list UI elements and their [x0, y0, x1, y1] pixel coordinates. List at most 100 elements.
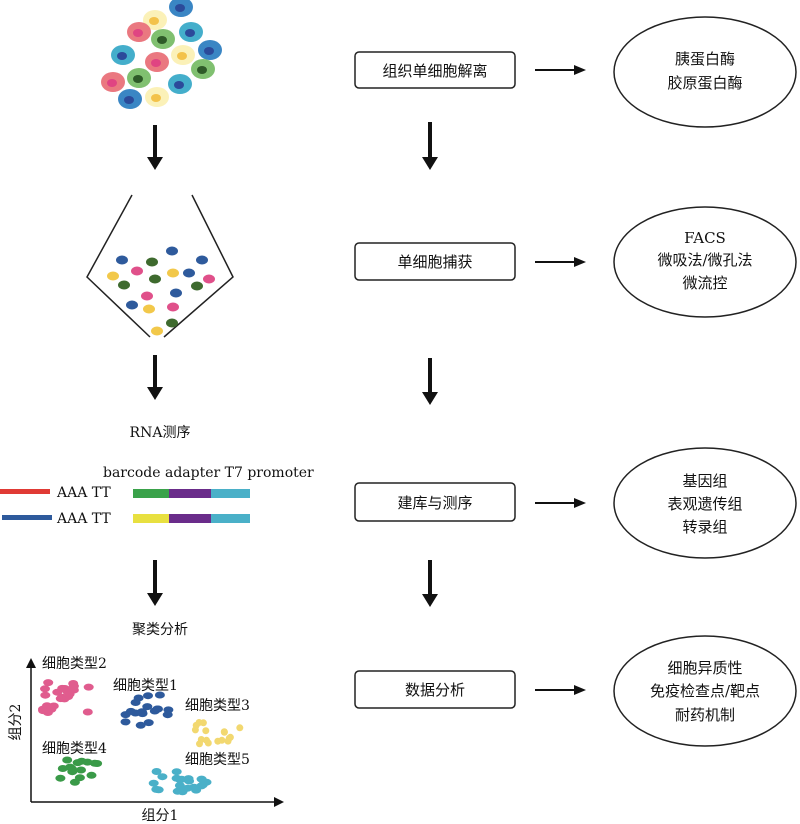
- cluster-point: [62, 756, 73, 764]
- cluster-point: [143, 692, 153, 700]
- down-arrow: [147, 560, 163, 606]
- cluster-point: [195, 719, 203, 726]
- captured-cell-dot: [118, 280, 130, 290]
- captured-cell-dot: [167, 268, 179, 278]
- right-arrow: [535, 685, 586, 695]
- cluster-point: [153, 786, 164, 794]
- cell-icon: [127, 22, 151, 42]
- step-label: 建库与测序: [397, 494, 472, 512]
- cluster-point: [72, 759, 83, 767]
- cluster-point: [224, 737, 232, 745]
- cluster-point: [143, 719, 154, 727]
- cluster-point: [154, 691, 165, 699]
- cluster-point: [157, 773, 168, 781]
- t7-promoter-segment: [211, 489, 250, 498]
- cluster-point: [196, 782, 207, 790]
- clustering-title: 聚类分析: [132, 622, 188, 638]
- cluster-point: [69, 778, 80, 786]
- cell-icon: [179, 22, 203, 42]
- captured-cell-dot: [166, 246, 178, 256]
- down-arrow: [422, 358, 438, 405]
- cluster-point: [174, 782, 185, 789]
- step-label: 组织单细胞解离: [382, 62, 487, 80]
- cell-icon: [143, 10, 167, 30]
- step-box-dissociation: 组织单细胞解离: [354, 51, 516, 89]
- cluster-point: [175, 776, 186, 784]
- right-arrow: [535, 65, 586, 75]
- method-text: 表观遗传组: [667, 495, 742, 513]
- cluster-point: [130, 709, 141, 717]
- methods-ellipse-analysis: 细胞异质性 免疫检查点/靶点 耐药机制: [613, 635, 797, 747]
- sequencing-header: barcode adapter T7 promoter: [103, 465, 314, 481]
- cluster-label: 细胞类型3: [185, 698, 250, 714]
- captured-cell-dot: [126, 300, 138, 310]
- cell-icon: [101, 72, 125, 92]
- dissociated-cells-illustration: [101, 0, 222, 109]
- methods-ellipse-dissociation: 胰蛋白酶 胶原蛋白酶: [613, 16, 797, 128]
- cluster-point: [202, 727, 210, 735]
- captured-cell-dot: [149, 274, 161, 284]
- down-arrow: [147, 125, 163, 170]
- cluster-point: [43, 679, 54, 687]
- cluster-point: [83, 683, 94, 691]
- cluster-point: [55, 774, 66, 782]
- cluster-point: [152, 705, 163, 713]
- cluster-point: [82, 708, 93, 716]
- cluster-point: [40, 691, 51, 699]
- down-arrow: [422, 122, 438, 170]
- cluster-point: [163, 706, 174, 714]
- funnel-right-wall: [163, 194, 234, 338]
- adapter-segment: [169, 514, 211, 523]
- sequencing-title: RNA测序: [130, 425, 191, 441]
- cluster-point: [135, 721, 146, 729]
- cluster-point: [148, 779, 159, 787]
- clustering-plot: 聚类分析 组分1 组分2 细胞类型2 细胞类型1 细胞类型3 细胞类型4 细胞类…: [8, 622, 284, 824]
- cluster-point: [82, 758, 93, 766]
- barcode-segment: [133, 514, 169, 523]
- step-box-capture: 单细胞捕获: [354, 242, 516, 281]
- down-arrow: [147, 355, 163, 400]
- cluster-point: [183, 775, 194, 783]
- captured-cell-dot: [166, 318, 178, 328]
- cluster-point: [40, 685, 50, 693]
- read-line-red: [0, 489, 50, 494]
- cluster-point: [220, 728, 228, 736]
- cell-icon: [169, 0, 193, 17]
- cluster-label: 细胞类型5: [185, 752, 250, 768]
- cluster-point: [218, 736, 226, 744]
- rna-sequencing-illustration: RNA测序 barcode adapter T7 promoter AAA TT…: [0, 425, 314, 527]
- adapter-segment: [169, 489, 211, 498]
- t7-promoter-segment: [211, 514, 250, 523]
- method-text: 免疫检查点/靶点: [650, 682, 760, 700]
- cell-icon: [127, 68, 151, 88]
- step-label: 数据分析: [405, 681, 465, 699]
- right-arrow: [535, 498, 586, 508]
- step-label: 单细胞捕获: [397, 253, 472, 271]
- methods-ellipse-capture: FACS 微吸法/微孔法 微流控: [613, 206, 797, 318]
- method-text: 微流控: [682, 274, 727, 292]
- read-label: AAA TT: [56, 511, 111, 527]
- cell-icon: [145, 52, 169, 72]
- method-text: 转录组: [682, 518, 727, 536]
- capture-funnel-illustration: [86, 194, 234, 338]
- cluster-point: [38, 707, 49, 715]
- cell-icon: [168, 74, 192, 94]
- captured-cell-dot: [183, 268, 195, 278]
- captured-cell-dot: [167, 302, 179, 312]
- cell-icon: [118, 89, 142, 109]
- captured-cell-dot: [170, 288, 182, 298]
- captured-cell-dot: [196, 255, 208, 265]
- captured-cell-dot: [143, 304, 155, 314]
- cluster-point: [46, 705, 57, 713]
- flow-arrows: [147, 65, 586, 695]
- funnel-left-wall: [86, 194, 151, 338]
- cluster-point: [66, 765, 77, 773]
- cluster-point: [55, 695, 66, 703]
- captured-cell-dot: [151, 326, 163, 336]
- read-line-blue: [2, 515, 52, 520]
- captured-cell-dot: [141, 291, 153, 301]
- cell-icon: [191, 59, 215, 79]
- cluster-point: [197, 736, 205, 743]
- cluster-point: [133, 694, 144, 702]
